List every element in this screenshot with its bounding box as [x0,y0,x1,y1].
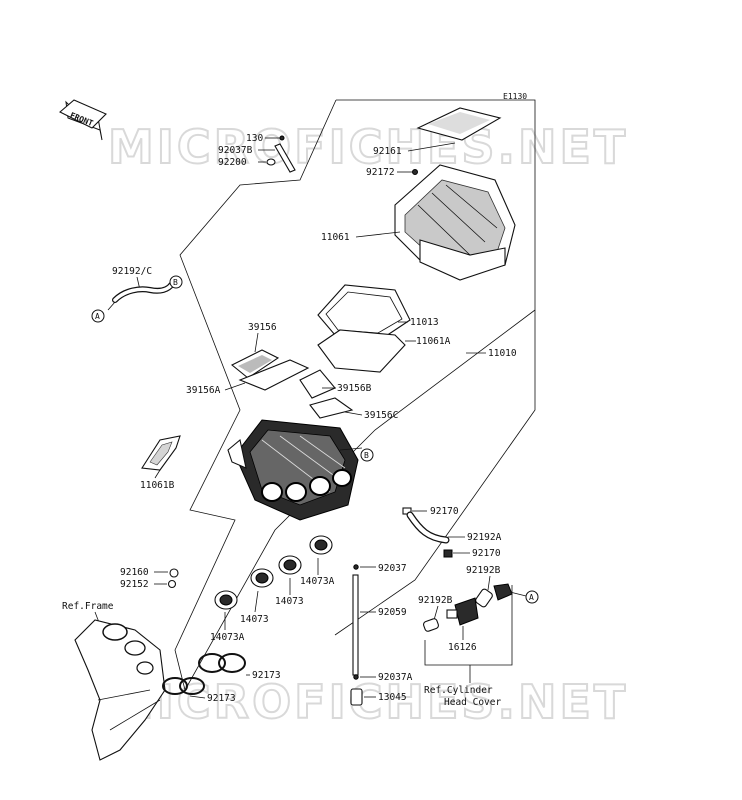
svg-text:B: B [173,278,178,287]
part-14073A-funnel-left [214,590,238,610]
part-92059-drain-tube [352,574,359,676]
connector-b-center [360,448,374,462]
label-92172: 92172 [366,167,395,178]
diagram-code: E1130 [503,92,527,101]
part-92172-screw [412,169,418,175]
label-92037: 92037 [378,563,407,574]
label-13045: 13045 [378,692,407,703]
part-92192B-hose-lower [423,618,439,632]
label-14073-left: 14073 [240,614,269,625]
ref-frame-label: Ref.Frame [62,601,114,612]
label-11010: 11010 [488,348,517,359]
part-airbox-housing [227,419,359,521]
label-92170-upper: 92170 [430,506,459,517]
part-11061-cover [394,164,516,281]
part-130-bolt [279,135,285,141]
label-92173-lower: 92173 [207,693,236,704]
svg-text:A: A [529,593,534,602]
ref-cylinder-head-cover-1: Ref.Cylinder [424,685,493,696]
part-92161-seal [416,107,502,141]
part-92160-damper [169,568,179,578]
label-92170-lower: 92170 [472,548,501,559]
label-92192B-lower: 92192B [418,595,453,606]
part-92173-clamp-upper [198,653,246,673]
part-14073A-funnel-right [309,535,333,555]
part-11013-filter [317,284,411,341]
part-92037-clip [353,564,359,570]
part-39156C-plate [309,397,354,419]
label-92037A: 92037A [378,672,413,683]
label-11013: 11013 [410,317,439,328]
svg-text:B: B [364,451,369,460]
label-92152: 92152 [120,579,149,590]
connector-b-left [169,275,183,289]
part-14073-funnel-mid-right [278,555,302,575]
part-92173-clamp-lower [162,677,205,695]
part-92170-clamp-lower [443,549,453,558]
frame-reference-drawing [74,619,166,761]
part-92200-washer [266,158,276,166]
label-11061B: 11061B [140,480,175,491]
label-39156A: 39156A [186,385,221,396]
label-92192B-upper: 92192B [466,565,501,576]
part-92152-collar [167,579,177,589]
label-130: 130 [246,133,263,144]
label-16126: 16126 [448,642,477,653]
label-92192C: 92192/C [112,266,152,277]
ref-cylinder-head-cover-2: Head Cover [444,697,501,708]
part-39156-duct [230,349,280,379]
part-16126-valve [446,597,479,626]
label-14073A-left: 14073A [210,632,245,643]
label-92160: 92160 [120,567,149,578]
part-14073-funnel-mid-left [250,568,274,588]
watermark-bottom: MICROFICHES.NET [108,675,628,729]
part-13045-plug [350,688,363,706]
part-92037B-clip [274,143,296,173]
label-39156: 39156 [248,322,277,333]
label-92037B: 92037B [218,145,253,156]
label-11061: 11061 [321,232,350,243]
label-14073-mid: 14073 [275,596,304,607]
label-92161: 92161 [373,146,402,157]
part-92192B-hose-upper [475,588,493,608]
label-92192A: 92192A [467,532,502,543]
part-11061B-gasket [141,435,181,471]
part-92037A-clip [353,674,359,680]
label-14073A-right: 14073A [300,576,335,587]
connector-a-right [525,590,539,604]
part-11061A-gasket [317,329,406,373]
front-arrow-icon: FRONT [59,99,107,141]
part-39156A-plate [238,359,310,391]
label-92200: 92200 [218,157,247,168]
connector-a-left [91,309,105,323]
label-39156B: 39156B [337,383,372,394]
label-92173-upper: 92173 [252,670,281,681]
svg-text:A: A [95,312,100,321]
label-39156C: 39156C [364,410,398,421]
assembly-outline [174,99,536,692]
part-16126-fitting-upper [493,583,513,601]
label-92059: 92059 [378,607,407,618]
part-39156B-plate [299,369,336,399]
watermark-top: MICROFICHES.NET [108,120,628,174]
label-11061A: 11061A [416,336,451,347]
